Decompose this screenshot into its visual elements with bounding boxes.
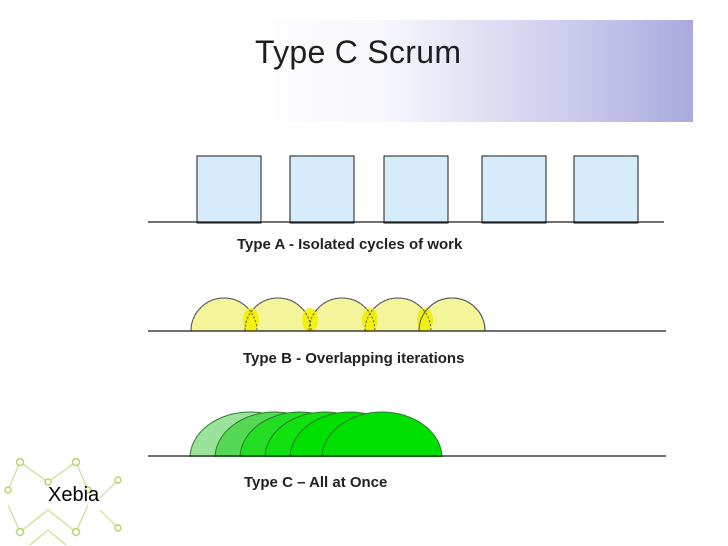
xebia-logo-dots xyxy=(4,457,122,537)
title-gradient-band xyxy=(248,20,693,122)
type-c-phase xyxy=(321,411,443,457)
type-a-caption: Type A - Isolated cycles of work xyxy=(237,236,463,253)
type-c-caption: Type C – All at Once xyxy=(244,474,388,491)
type-a-diagram xyxy=(148,155,664,224)
xebia-logo: Xebia xyxy=(48,484,100,506)
type-b-caption: Type B - Overlapping iterations xyxy=(243,350,465,367)
type-b-iteration xyxy=(308,297,376,331)
type-b-iteration xyxy=(364,297,432,331)
type-a-box xyxy=(383,155,449,224)
type-a-box xyxy=(196,155,262,224)
type-a-box xyxy=(573,155,639,224)
type-a-box xyxy=(481,155,547,224)
type-b-overlap xyxy=(362,308,378,331)
type-b-iteration xyxy=(190,297,258,331)
slide-title: Type C Scrum xyxy=(255,34,462,70)
type-b-diagram xyxy=(148,297,666,332)
type-a-box xyxy=(289,155,355,224)
type-b-overlap xyxy=(243,308,259,331)
type-b-iteration xyxy=(244,297,312,331)
type-c-diagram xyxy=(148,411,666,457)
type-b-overlap xyxy=(417,308,433,331)
